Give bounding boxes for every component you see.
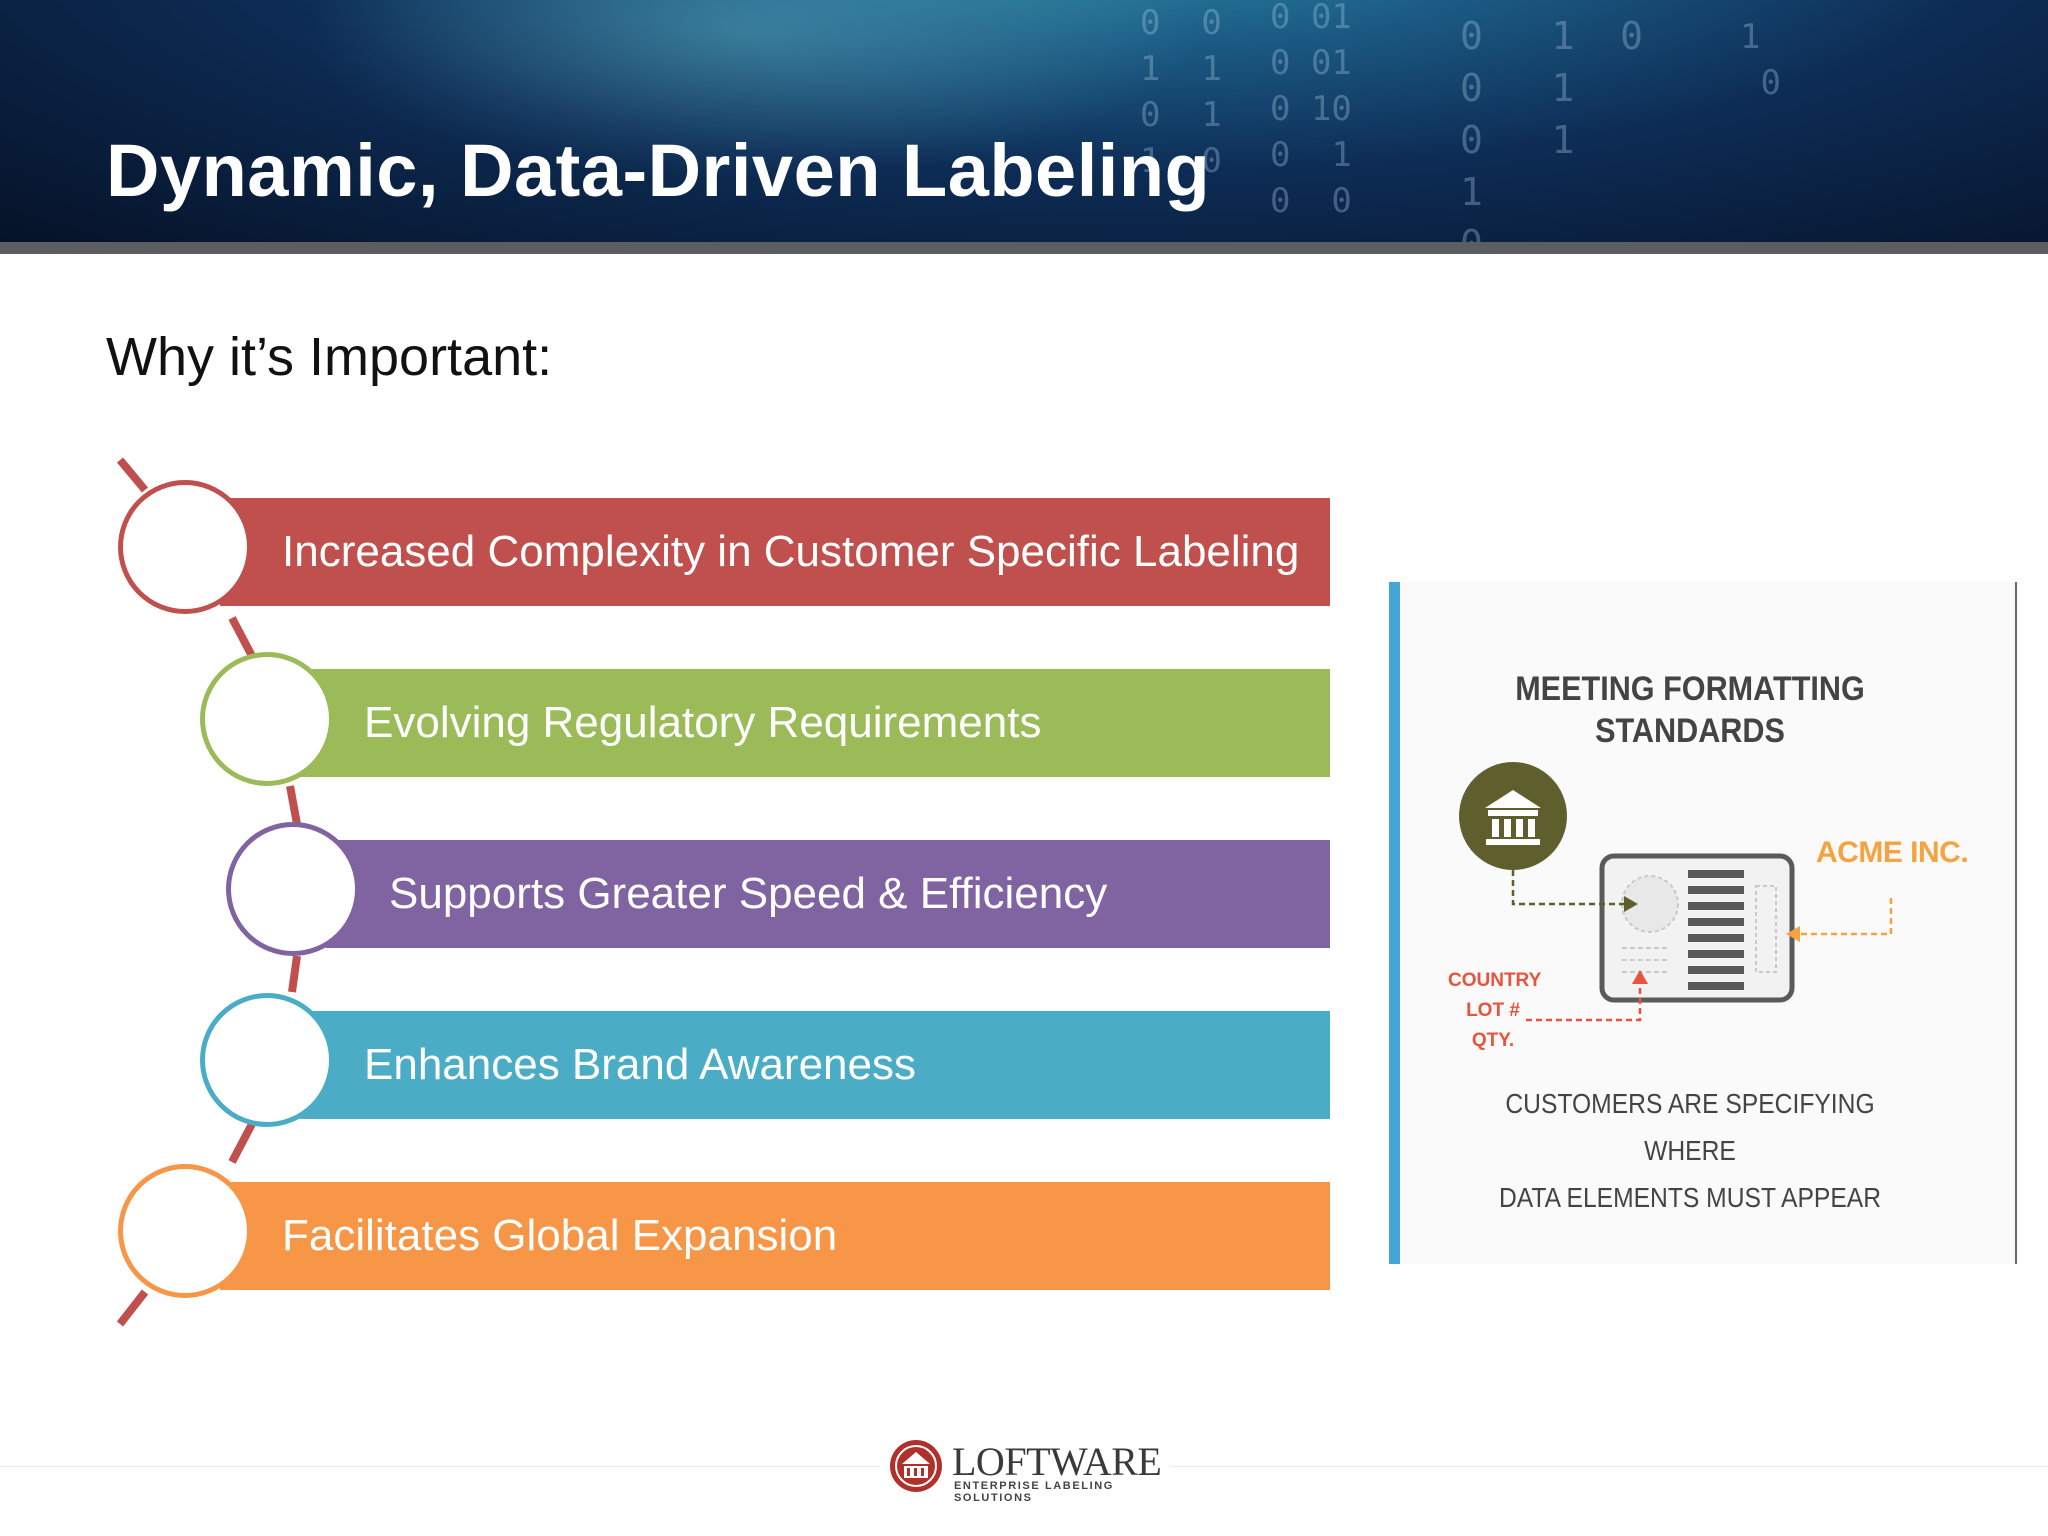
list-item-marker: [200, 652, 334, 786]
panel-caption-line: DATA ELEMENTS MUST APPEAR: [1498, 1182, 1882, 1213]
data-field-list: COUNTRY LOT # QTY.: [1448, 966, 1542, 1056]
list-connector: [116, 457, 301, 1327]
company-name: ACME INC.: [1816, 836, 1969, 869]
panel-caption-line: CUSTOMERS ARE SPECIFYING WHERE: [1505, 1088, 1875, 1166]
logo-wordmark: LOFTWARE: [952, 1439, 1162, 1484]
list-item-speed: Supports Greater Speed & Efficiency: [326, 840, 1330, 948]
loftware-logo: LOFTWARE ENTERPRISE LABELING SOLUTIONS: [880, 1426, 1170, 1506]
list-item-regulatory: Evolving Regulatory Requirements: [300, 669, 1330, 777]
list-item-marker: [200, 993, 334, 1127]
panel-edge-rule: [2015, 582, 2017, 1264]
list-item-complexity: Increased Complexity in Customer Specifi…: [220, 498, 1330, 606]
header-glow: [300, 0, 1200, 180]
logo-seal-icon: [890, 1440, 942, 1492]
binary-background: 0 0 1 1 0 1 1 0: [1140, 3, 1222, 181]
header-banner: 0 0 1 1 0 1 1 0 0 01 0 01 0 10 0 1 0 0 0…: [0, 0, 2048, 244]
list-item-marker: [118, 480, 252, 614]
data-field: LOT #: [1466, 1000, 1520, 1021]
section-subtitle: Why it’s Important:: [106, 327, 553, 387]
list-item-label: Facilitates Global Expansion: [282, 1211, 838, 1260]
panel-heading: MEETING FORMATTING STANDARDS: [1456, 668, 1924, 752]
label-icon: [1599, 853, 1795, 1003]
panel-heading-line: MEETING FORMATTING: [1515, 670, 1865, 708]
government-building-icon: [1459, 762, 1567, 870]
logo-tagline: ENTERPRISE LABELING SOLUTIONS: [954, 1480, 1114, 1504]
binary-background: 0 1 0 0 1 0 1 1 0: [1460, 14, 1644, 244]
list-item-marker: [118, 1164, 252, 1298]
list-item-label: Supports Greater Speed & Efficiency: [389, 869, 1108, 918]
slide-title: Dynamic, Data-Driven Labeling: [106, 129, 1211, 212]
list-item-brand: Enhances Brand Awareness: [300, 1011, 1330, 1119]
binary-background: 0 01 0 01 0 10 0 1 0 0: [1270, 0, 1352, 221]
label-diagram: [1459, 762, 1893, 1022]
panel-heading-line: STANDARDS: [1595, 712, 1785, 750]
data-field: QTY.: [1471, 1030, 1515, 1051]
panel-caption: CUSTOMERS ARE SPECIFYING WHERE DATA ELEM…: [1461, 1080, 1919, 1221]
list-item-label: Enhances Brand Awareness: [364, 1040, 916, 1089]
list-item-global: Facilitates Global Expansion: [220, 1182, 1330, 1290]
data-field: COUNTRY: [1448, 970, 1542, 991]
panel-accent-rule: [1389, 582, 1400, 1264]
list-item-label: Evolving Regulatory Requirements: [364, 698, 1042, 747]
header-divider: [0, 242, 2048, 254]
list-item-label: Increased Complexity in Customer Specifi…: [282, 527, 1300, 576]
list-item-marker: [226, 822, 360, 956]
binary-background: 1 0: [1740, 17, 1781, 103]
